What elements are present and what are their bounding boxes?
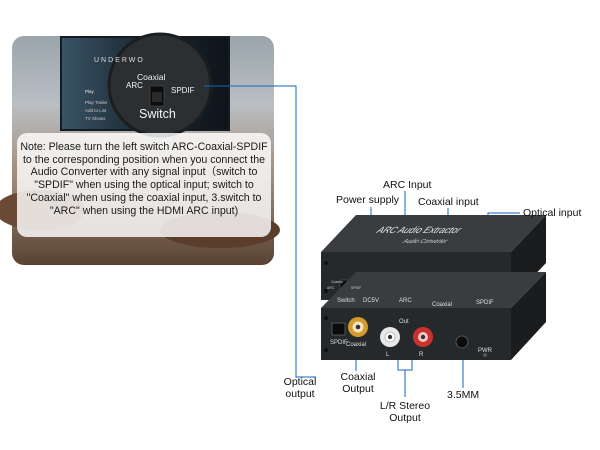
optical-output-port: [331, 322, 346, 336]
screw-icon: [324, 261, 328, 265]
callout-coaxial-input: Coaxial input: [418, 196, 479, 208]
callout-optical-output: Optical output: [279, 376, 321, 400]
switch-mark-arc: ARC: [327, 286, 335, 290]
callout-stereo-output-line1: L/R Stereo: [379, 400, 431, 412]
bottom-unit-side: [511, 272, 546, 360]
note-panel: [17, 133, 271, 237]
callout-coaxial-output: Coaxial Output: [337, 371, 379, 395]
zoom-spdif-label: SPDIF: [171, 86, 195, 95]
callout-coaxial-output-line2: Output: [342, 383, 374, 395]
switch-mark-coaxial: Coaxial: [331, 280, 343, 284]
device-label-out-spdif: SPDIF: [330, 340, 348, 346]
callout-power-supply: Power supply: [336, 194, 400, 206]
device-label-switch: Switch: [337, 298, 355, 304]
bottom-unit-lid: [321, 272, 546, 308]
tv-button-play: Play: [85, 89, 94, 94]
switch-mark-spdif: SPDIF: [351, 286, 362, 290]
callout-optical-input: Optical input: [523, 207, 582, 219]
tv-button-list: Add to List: [85, 108, 107, 113]
device-label-l: L: [386, 352, 390, 358]
zoom-switch-knob: [152, 92, 162, 102]
screw-icon: [324, 289, 328, 293]
screw-icon: [324, 348, 328, 352]
device-label-dc: DC5V: [363, 298, 380, 304]
callout-optical-output-line2: output: [285, 388, 315, 400]
callout-optical-output-line1: Optical: [283, 376, 317, 388]
callout-arc-input: ARC Input: [383, 179, 432, 191]
tv-button-shows: TV Shows: [85, 116, 106, 121]
zoom-switch-caption: Switch: [139, 107, 176, 121]
tv-show-title: UNDERWO: [94, 57, 145, 64]
power-led: [483, 353, 487, 357]
device-label-out: Out: [399, 319, 409, 325]
callout-3-5mm: 3.5MM: [447, 389, 480, 401]
device-label-spdif: SPDIF: [476, 300, 494, 306]
switch-callout-line: [204, 85, 316, 378]
device-label-arc: ARC: [399, 298, 412, 304]
callout-stereo-output-line2: Output: [389, 412, 421, 424]
zoom-coaxial-label: Coaxial: [137, 72, 166, 82]
zoom-arc-label: ARC: [126, 81, 143, 90]
note-text: Note: Please turn the left switch ARC-Co…: [20, 141, 268, 217]
device-label-out-coaxial: Coaxial: [346, 342, 367, 348]
callout-stereo-output: L/R Stereo Output: [377, 400, 433, 424]
tv-button-trailer: Play Trailer: [85, 100, 108, 105]
headphone-jack: [455, 335, 469, 349]
callout-coaxial-output-line1: Coaxial: [340, 371, 376, 383]
screw-icon: [324, 316, 328, 320]
product-name: ARC Audio Extractor: [373, 225, 465, 235]
device-label-r: R: [419, 352, 424, 358]
device-label-pwr: PWR: [478, 348, 492, 354]
top-unit-lid: [321, 215, 546, 252]
device-label-coaxial: Coaxial: [432, 302, 453, 308]
